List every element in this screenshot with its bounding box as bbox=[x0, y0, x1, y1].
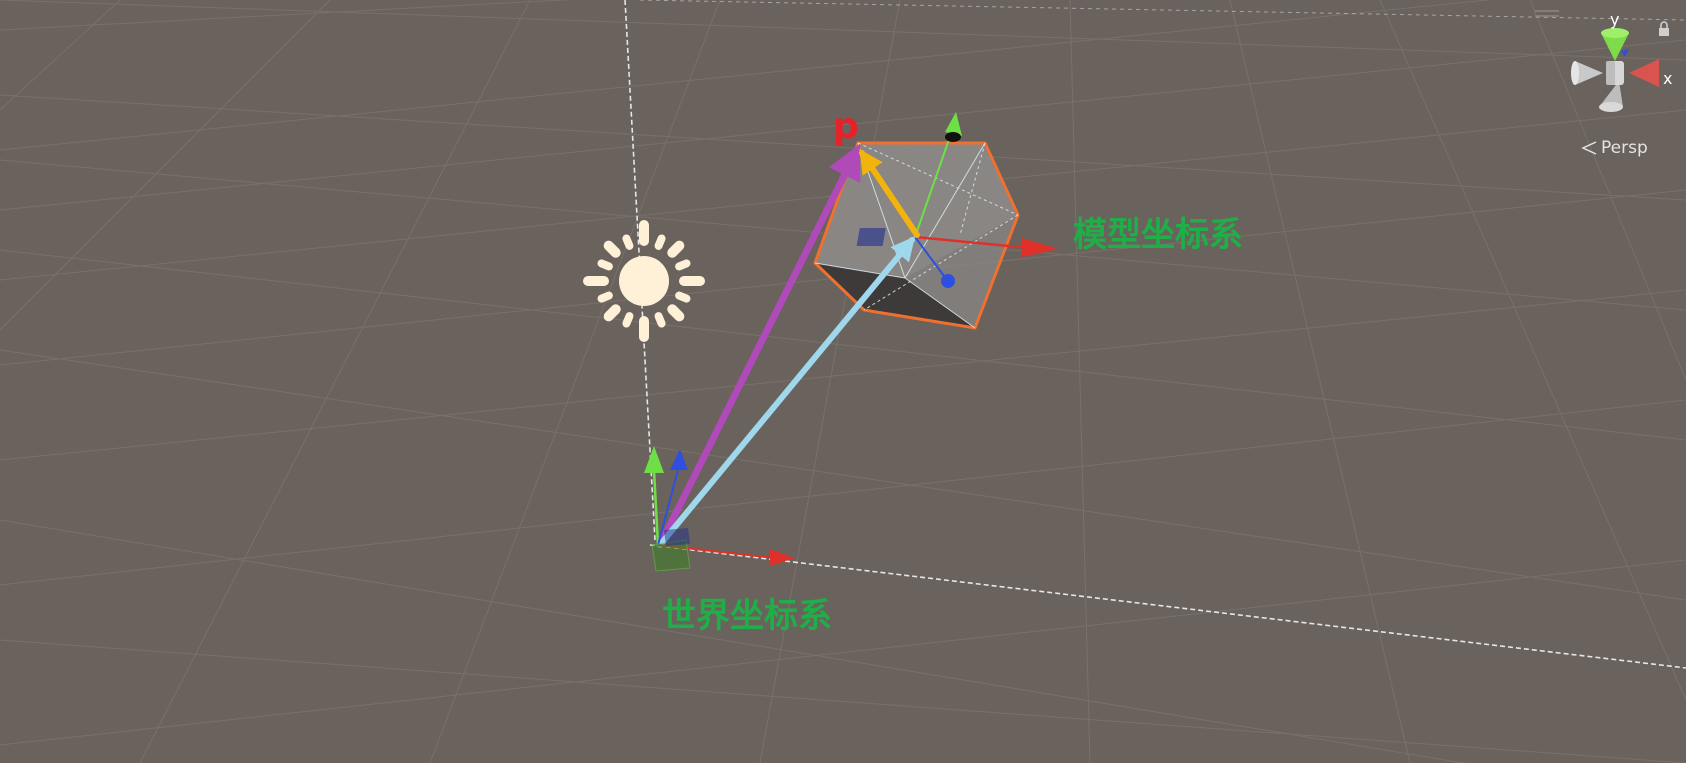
menu-handle-icon[interactable] bbox=[1534, 4, 1560, 17]
directional-light-icon[interactable] bbox=[583, 220, 705, 342]
vector-world-to-model-origin bbox=[657, 236, 916, 548]
world-x-axis-line bbox=[649, 544, 1686, 669]
world-coordinate-label: 世界坐标系 bbox=[662, 596, 832, 636]
gizmo-y-cone-icon[interactable] bbox=[1601, 33, 1629, 61]
world-z-arrow-icon[interactable] bbox=[670, 449, 688, 470]
projection-label: Persp bbox=[1601, 138, 1648, 158]
gizmo-neg-x-cone-icon[interactable] bbox=[1575, 61, 1603, 85]
vector-model-origin-to-p bbox=[859, 149, 920, 238]
model-axes-gizmo[interactable] bbox=[856, 112, 1058, 288]
projection-toggle-button[interactable]: Persp bbox=[1577, 136, 1652, 160]
world-y-axis-line bbox=[624, 0, 656, 541]
lock-icon[interactable] bbox=[1656, 20, 1672, 38]
model-coordinate-label: 模型坐标系 bbox=[1073, 215, 1243, 255]
gizmo-x-cone-icon[interactable] bbox=[1629, 59, 1659, 87]
orientation-gizmo[interactable] bbox=[1571, 28, 1659, 112]
world-y-arrow-icon[interactable] bbox=[644, 446, 664, 473]
world-axes-gizmo[interactable] bbox=[644, 446, 795, 572]
model-z-handle-icon[interactable] bbox=[941, 274, 955, 288]
model-y-arrow-icon[interactable] bbox=[945, 112, 962, 136]
gizmo-neg-y-cone-icon[interactable] bbox=[1599, 81, 1623, 107]
vector-world-to-p bbox=[656, 143, 861, 549]
model-x-arrow-icon[interactable] bbox=[1022, 238, 1058, 257]
gizmo-x-label: x bbox=[1663, 69, 1672, 88]
point-p-label: p bbox=[833, 106, 859, 147]
chevron-left-icon bbox=[1581, 141, 1597, 155]
gizmo-y-label: y bbox=[1610, 10, 1619, 29]
world-x-arrow-icon[interactable] bbox=[770, 549, 795, 566]
gizmo-z-cone-icon[interactable] bbox=[1621, 49, 1629, 57]
world-z-axis-line bbox=[639, 0, 1686, 21]
